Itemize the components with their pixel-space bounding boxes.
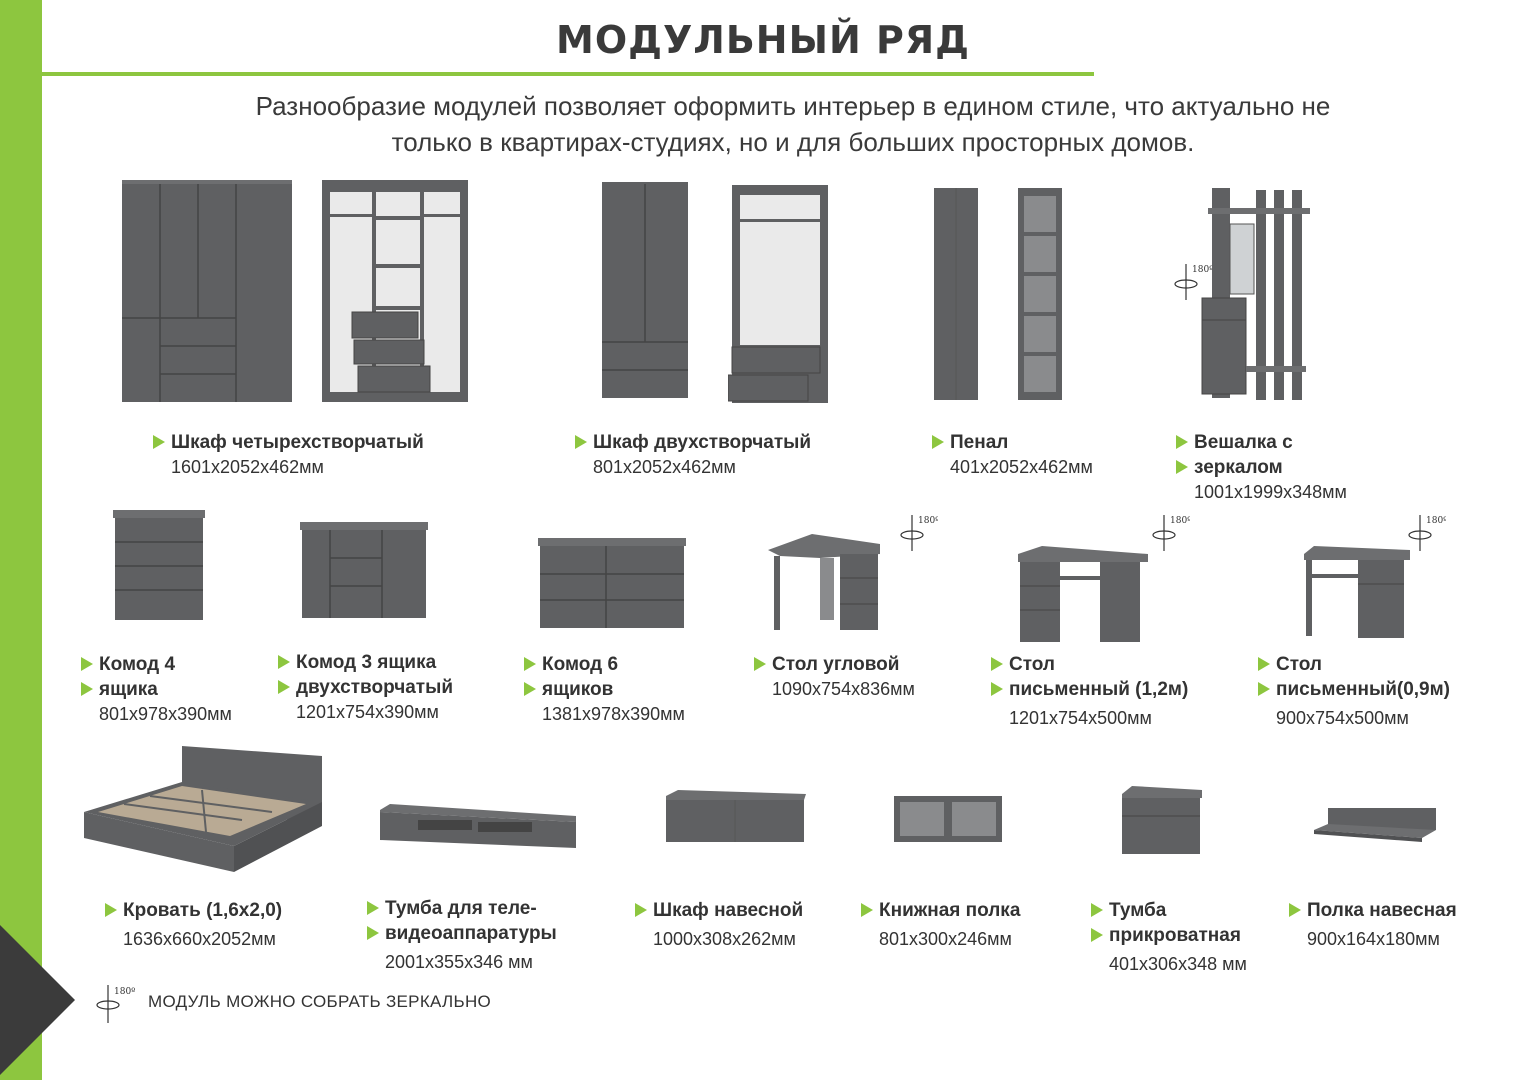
intro-line-1: Разнообразие модулей позволяет оформить … bbox=[255, 91, 1331, 121]
svg-text:180º: 180º bbox=[1426, 516, 1446, 526]
mirror-rotate-icon: 180º bbox=[1174, 264, 1212, 300]
item-name: Стол угловой bbox=[754, 652, 915, 677]
item-name-line-2: ящика bbox=[81, 677, 232, 702]
item-name-line-2: ящиков bbox=[524, 677, 685, 702]
caption-chest-6-drawers: Комод 6 ящиков 1381x978x390мм bbox=[524, 652, 685, 727]
item-dims: 900x754x500мм bbox=[1276, 708, 1409, 728]
intro-line-2: только в квартирах-студиях, но и для бол… bbox=[391, 127, 1195, 157]
caption-writing-desk-0-9m: Стол письменный(0,9м) 900x754x500мм bbox=[1258, 652, 1450, 731]
item-dims: 1201x754x390мм bbox=[296, 702, 439, 722]
item-name-line-1: Стол bbox=[1258, 652, 1450, 677]
item-dims: 2001x355x346 мм bbox=[385, 952, 533, 972]
caption-book-shelf: Книжная полка 801x300x246мм bbox=[861, 898, 1020, 952]
item-name-line-1: Комод 3 ящика bbox=[278, 650, 453, 675]
accent-side-bar bbox=[0, 0, 42, 1080]
item-dims: 1001x1999x348мм bbox=[1194, 482, 1347, 502]
item-name-line-2: письменный (1,2м) bbox=[991, 677, 1188, 702]
bed-image bbox=[84, 746, 322, 872]
caption-wardrobe-4-door: Шкаф четырехстворчатый 1601x2052x462мм bbox=[153, 430, 424, 480]
svg-text:180º: 180º bbox=[918, 516, 938, 526]
hanging-cabinet-image bbox=[666, 790, 806, 842]
caption-bedside-table: Тумба прикроватная 401x306x348 мм bbox=[1091, 898, 1247, 977]
item-name-line-2: прикроватная bbox=[1091, 923, 1247, 948]
chest-4-drawers-image bbox=[113, 510, 205, 620]
item-dims: 1090x754x836мм bbox=[772, 679, 915, 699]
item-dims: 401x2052x462мм bbox=[950, 457, 1093, 477]
item-name-line-2: зеркалом bbox=[1176, 455, 1347, 480]
writing-desk-0-9m-image bbox=[1304, 546, 1410, 638]
item-dims: 801x978x390мм bbox=[99, 704, 232, 724]
corner-desk-image bbox=[768, 534, 880, 630]
item-dims: 1000x308x262мм bbox=[653, 929, 796, 949]
wardrobe-4-door-closed-image bbox=[122, 180, 292, 402]
bedside-table-image bbox=[1122, 786, 1202, 854]
title-underline bbox=[42, 72, 1094, 76]
caption-bed: Кровать (1,6x2,0) 1636x660x2052мм bbox=[105, 898, 282, 952]
item-dims: 1201x754x500мм bbox=[1009, 708, 1152, 728]
item-name: Шкаф четырехстворчатый bbox=[153, 430, 424, 455]
item-name-line-1: Тумба bbox=[1091, 898, 1247, 923]
svg-text:180º: 180º bbox=[1192, 265, 1212, 275]
intro-text: Разнообразие модулей позволяет оформить … bbox=[120, 88, 1466, 160]
item-name-line-2: видеоаппаратуры bbox=[367, 921, 557, 946]
writing-desk-1-2m-image bbox=[1018, 546, 1148, 642]
item-dims: 801x2052x462мм bbox=[593, 457, 736, 477]
item-dims: 401x306x348 мм bbox=[1109, 954, 1247, 974]
item-name: Пенал bbox=[932, 430, 1093, 455]
item-name: Шкаф навесной bbox=[635, 898, 803, 923]
item-name-line-2: письменный(0,9м) bbox=[1258, 677, 1450, 702]
item-name-line-1: Стол bbox=[991, 652, 1188, 677]
wardrobe-2-door-open-image bbox=[728, 185, 828, 403]
item-dims: 1381x978x390мм bbox=[542, 704, 685, 724]
item-name-line-1: Тумба для теле- bbox=[367, 896, 557, 921]
item-dims: 1601x2052x462мм bbox=[171, 457, 324, 477]
pencil-case-open-image bbox=[1018, 188, 1062, 400]
mirror-rotate-icon: 180º bbox=[1152, 515, 1190, 551]
hanging-shelf-image bbox=[1314, 808, 1436, 842]
svg-text:180º: 180º bbox=[114, 987, 135, 997]
caption-wardrobe-2-door: Шкаф двухстворчатый 801x2052x462мм bbox=[575, 430, 811, 480]
caption-tv-stand: Тумба для теле- видеоаппаратуры 2001x355… bbox=[367, 896, 557, 975]
wardrobe-4-door-open-image bbox=[322, 180, 468, 402]
item-name: Книжная полка bbox=[861, 898, 1020, 923]
item-dims: 900x164x180мм bbox=[1307, 929, 1440, 949]
item-dims: 801x300x246мм bbox=[879, 929, 1012, 949]
svg-text:180º: 180º bbox=[1170, 516, 1190, 526]
pencil-case-closed-image bbox=[934, 188, 978, 400]
item-name-line-1: Вешалка с bbox=[1176, 430, 1347, 455]
mirror-rotate-icon: 180º bbox=[900, 515, 938, 551]
item-name-line-1: Комод 6 bbox=[524, 652, 685, 677]
mirror-rotate-icon: 180º bbox=[96, 985, 135, 1023]
item-name: Шкаф двухстворчатый bbox=[575, 430, 811, 455]
wardrobe-2-door-closed-image bbox=[602, 182, 688, 398]
mirror-assembly-note: МОДУЛЬ МОЖНО СОБРАТЬ ЗЕРКАЛЬНО bbox=[148, 992, 492, 1011]
caption-chest-4-drawers: Комод 4 ящика 801x978x390мм bbox=[81, 652, 232, 727]
item-name: Полка навесная bbox=[1289, 898, 1457, 923]
caption-hanging-cabinet: Шкаф навесной 1000x308x262мм bbox=[635, 898, 803, 952]
chest-3-drawers-2-door-image bbox=[300, 522, 428, 618]
caption-hanging-shelf: Полка навесная 900x164x180мм bbox=[1289, 898, 1457, 952]
mirror-rotate-icon: 180º bbox=[1408, 515, 1446, 551]
caption-hanger-with-mirror: Вешалка с зеркалом 1001x1999x348мм bbox=[1176, 430, 1347, 505]
caption-chest-3-drawers-2-door: Комод 3 ящика двухстворчатый 1201x754x39… bbox=[278, 650, 453, 725]
tv-stand-image bbox=[380, 804, 576, 848]
caption-pencil-case: Пенал 401x2052x462мм bbox=[932, 430, 1093, 480]
caption-corner-desk: Стол угловой 1090x754x836мм bbox=[754, 652, 915, 702]
book-shelf-image bbox=[894, 796, 1002, 842]
hanger-with-mirror-image bbox=[1201, 188, 1310, 400]
item-name: Кровать (1,6x2,0) bbox=[105, 898, 282, 923]
caption-writing-desk-1-2m: Стол письменный (1,2м) 1201x754x500мм bbox=[991, 652, 1188, 731]
chest-6-drawers-image bbox=[538, 538, 686, 628]
item-name-line-2: двухстворчатый bbox=[278, 675, 453, 700]
page-title: МОДУЛЬНЫЙ РЯД bbox=[556, 18, 970, 62]
item-dims: 1636x660x2052мм bbox=[123, 929, 276, 949]
corner-triangle-decoration bbox=[0, 925, 75, 1075]
item-name-line-1: Комод 4 bbox=[81, 652, 232, 677]
